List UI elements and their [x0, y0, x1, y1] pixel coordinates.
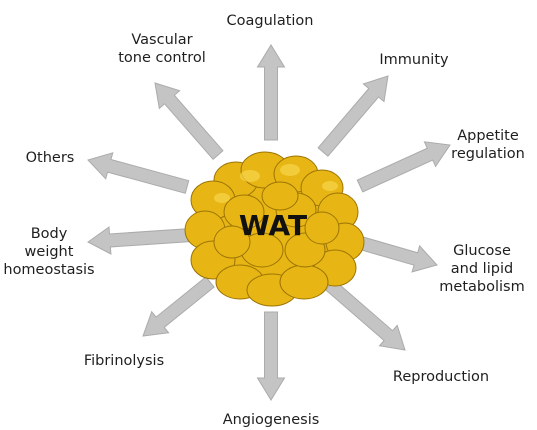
label-fibrinolysis: Fibrinolysis — [83, 353, 165, 369]
label-appetite-regulation: Appetite regulation — [451, 128, 525, 162]
fat-cell — [213, 225, 251, 259]
label-others: Others — [25, 150, 75, 166]
label-immunity: Immunity — [379, 52, 449, 68]
label-glucose-lipid-metabolism: Glucose and lipid metabolism — [439, 243, 525, 295]
arrow-angiogenesis — [256, 311, 286, 401]
fat-cell — [261, 181, 299, 211]
wat-center-label: WAT — [239, 209, 307, 242]
arrow-fibrinolysis — [142, 276, 215, 337]
label-reproduction: Reproduction — [392, 369, 490, 385]
label-coagulation: Coagulation — [226, 13, 314, 29]
fat-cell-highlight — [322, 181, 338, 191]
arrow-vascular — [154, 82, 224, 161]
label-angiogenesis: Angiogenesis — [222, 412, 320, 428]
fat-cell — [304, 211, 340, 245]
fat-cell-highlight — [240, 170, 260, 182]
arrow-body-weight — [87, 226, 192, 255]
label-vascular-tone-control: Vascular tone control — [118, 32, 206, 66]
fat-cell — [279, 264, 329, 300]
arrow-appetite — [356, 141, 451, 193]
arrow-reproduction — [324, 279, 406, 351]
arrow-others — [87, 152, 190, 194]
wat-cluster — [184, 151, 365, 307]
fat-cell-highlight — [280, 164, 300, 176]
fat-cell — [223, 194, 265, 230]
fat-cell-highlight — [214, 193, 230, 203]
arrows-group — [87, 44, 451, 401]
arrow-coagulation — [256, 44, 286, 141]
arrow-glucose — [354, 235, 438, 273]
label-body-weight-homeostasis: Body weight homeostasis — [3, 226, 95, 278]
arrow-immunity — [317, 75, 389, 157]
